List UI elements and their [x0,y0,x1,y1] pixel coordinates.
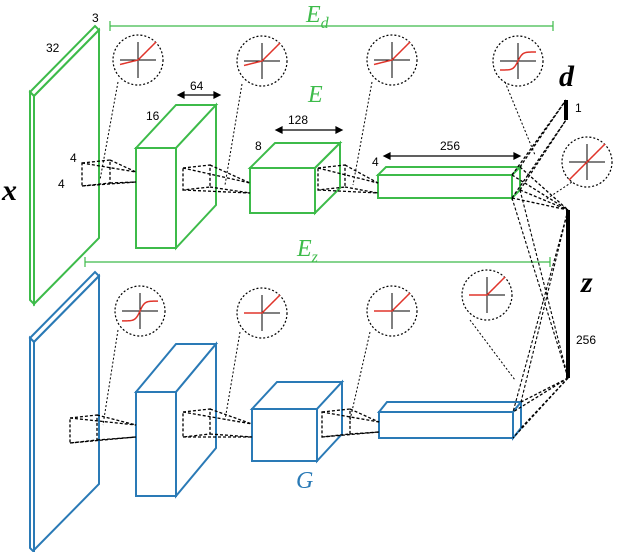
encoder-label: E [307,82,323,108]
output-d-label: d [559,60,575,93]
gen-act-1-icon [114,285,166,337]
encoder-d-bracket [109,21,554,31]
encoder-conv-cones [81,99,569,211]
layer3-size-label: 4 [372,155,379,169]
generator-label: G [296,468,313,494]
z-crossing-lines [511,189,569,413]
layer3-channels-label: 256 [440,139,460,153]
encoder-z-label: Ez [296,236,319,266]
input-channels-label: 3 [92,11,99,25]
generator-network [28,270,524,552]
enc-act-1-icon [112,34,164,86]
kernel-w-label: 4 [70,151,77,165]
encoder-z-bracket [84,257,551,267]
encoder-layer3-block [375,164,523,201]
d-size-label: 1 [575,101,582,115]
gen-act-2-icon [236,287,288,339]
enc-act-4-icon [492,35,544,87]
generator-layer1-block [133,341,219,499]
gen-act-4-icon [461,269,513,321]
activation-leader-lines [99,81,576,426]
z-size-label: 256 [576,333,596,347]
kernel-h-label: 4 [58,177,65,191]
enc-act-5-icon [561,136,613,188]
generator-layer2-block [249,379,345,464]
latent-z-label: z [580,266,593,299]
generator-layer3-block [376,399,524,441]
input-x-label: x [1,174,17,207]
layer1-channels-label: 64 [190,79,204,93]
dimension-arrows [176,91,522,160]
layer2-channels-label: 128 [288,113,308,127]
encoder-layer2-block [247,140,343,216]
encoder-d-label: Ed [305,2,330,32]
enc-act-3-icon [366,34,418,86]
layer1-size-label: 16 [146,109,160,123]
gen-act-3-icon [366,285,418,337]
generator-output-plane [28,270,101,552]
enc-act-2-icon [236,35,288,87]
activation-icons [112,34,613,339]
layer2-size-label: 8 [255,139,262,153]
encoder-input-plane [28,24,101,307]
generator-conv-cones [69,377,569,444]
input-size-label: 32 [46,41,60,55]
encoder-network [28,24,523,307]
encoder-layer1-block [133,102,219,251]
